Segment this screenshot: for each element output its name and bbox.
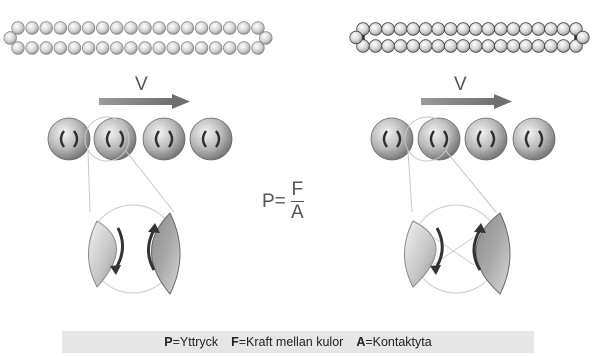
chain-ball — [577, 31, 590, 44]
chain-ball-large — [513, 118, 555, 160]
contact-zoom-right — [405, 205, 511, 294]
chain-ball — [369, 40, 382, 53]
chain-ball — [111, 42, 124, 55]
chain-ball — [26, 42, 39, 55]
velocity-arrow-right — [421, 94, 512, 109]
formula-fraction: F A — [291, 180, 304, 223]
chain-ball — [68, 22, 81, 35]
velocity-label-left: V — [135, 74, 148, 96]
chain-ball-large — [465, 118, 507, 160]
contact-zoom-left — [89, 205, 181, 294]
chain-ball — [394, 23, 407, 36]
chain-ball-large — [143, 118, 185, 160]
chain-ball — [469, 40, 482, 53]
chain-ball — [238, 42, 251, 55]
chain-ball — [369, 23, 382, 36]
chain-ball — [96, 22, 109, 35]
legend-symbol-a: A — [356, 335, 365, 349]
chain-ball — [495, 40, 508, 53]
legend-bar: P=Yttryck F=Kraft mellan kulor A=Kontaktyt… — [62, 331, 534, 353]
chain-ball — [139, 22, 152, 35]
chain-ball-large — [371, 118, 413, 160]
chain-ball — [111, 22, 124, 35]
chain-ball — [457, 40, 470, 53]
chain-ball — [238, 22, 251, 35]
chain-ball — [125, 22, 138, 35]
chain-ball — [54, 22, 67, 35]
chain-ball — [482, 23, 495, 36]
chain-ball — [532, 23, 545, 36]
chain-ball — [54, 42, 67, 55]
chain-ball — [532, 40, 545, 53]
chain-ball — [382, 23, 395, 36]
legend-text-a: =Kontaktyta — [365, 335, 431, 349]
chain-ball-large — [418, 118, 460, 160]
chain-ball — [482, 40, 495, 53]
chain-ball — [209, 22, 222, 35]
chain-ball — [382, 40, 395, 53]
chain-ball — [520, 23, 533, 36]
chain-ball — [407, 23, 420, 36]
pressure-formula: P= F A — [262, 180, 304, 223]
velocity-label-right: V — [454, 74, 467, 96]
legend-symbol-p: P — [164, 335, 172, 349]
chain-ball — [195, 42, 208, 55]
chain-ball — [419, 40, 432, 53]
legend-text-p: =Yttryck — [173, 335, 219, 349]
velocity-arrow-left — [99, 94, 190, 109]
ball-chain-relaxed — [4, 22, 272, 55]
chain-ball — [394, 40, 407, 53]
chain-ball — [223, 42, 236, 55]
chain-ball — [209, 42, 222, 55]
chain-ball — [557, 40, 570, 53]
chain-ball — [181, 42, 194, 55]
chain-ball — [419, 23, 432, 36]
chain-ball-large — [94, 118, 136, 160]
chain-ball — [557, 23, 570, 36]
formula-denominator: A — [291, 203, 304, 223]
chain-ball — [432, 40, 445, 53]
chain-ball — [139, 42, 152, 55]
chain-ball-large — [48, 118, 90, 160]
chain-ball — [469, 23, 482, 36]
chain-ball — [507, 23, 520, 36]
chain-ball — [82, 22, 95, 35]
chain-ball — [167, 22, 180, 35]
chain-ball — [259, 32, 272, 45]
chain-ball — [125, 42, 138, 55]
chain-ball — [167, 42, 180, 55]
chain-ball — [4, 32, 17, 45]
chain-ball — [26, 22, 39, 35]
legend-symbol-f: F — [231, 335, 239, 349]
chain-ball — [181, 22, 194, 35]
chain-ball — [350, 31, 363, 44]
chain-ball — [407, 40, 420, 53]
chain-ball — [444, 40, 457, 53]
ball-chain-tensioned — [350, 23, 589, 53]
formula-numerator: F — [291, 180, 303, 200]
chain-ball — [545, 40, 558, 53]
chain-ball — [545, 23, 558, 36]
ball-chain-diagram — [0, 0, 597, 330]
ball-row-relaxed — [48, 118, 232, 160]
chain-ball — [40, 42, 53, 55]
legend-text-f: =Kraft mellan kulor — [239, 335, 344, 349]
ball-row-tensioned — [371, 118, 555, 160]
formula-lhs: P= — [262, 191, 286, 213]
chain-ball-large — [190, 118, 232, 160]
chain-ball — [96, 42, 109, 55]
chain-ball — [153, 42, 166, 55]
chain-ball — [40, 22, 53, 35]
chain-ball — [82, 42, 95, 55]
chain-ball — [432, 23, 445, 36]
chain-ball — [223, 22, 236, 35]
chain-ball — [153, 22, 166, 35]
chain-ball — [444, 23, 457, 36]
chain-ball — [520, 40, 533, 53]
chain-ball — [457, 23, 470, 36]
chain-ball — [195, 22, 208, 35]
chain-ball — [68, 42, 81, 55]
chain-ball — [495, 23, 508, 36]
chain-ball — [507, 40, 520, 53]
